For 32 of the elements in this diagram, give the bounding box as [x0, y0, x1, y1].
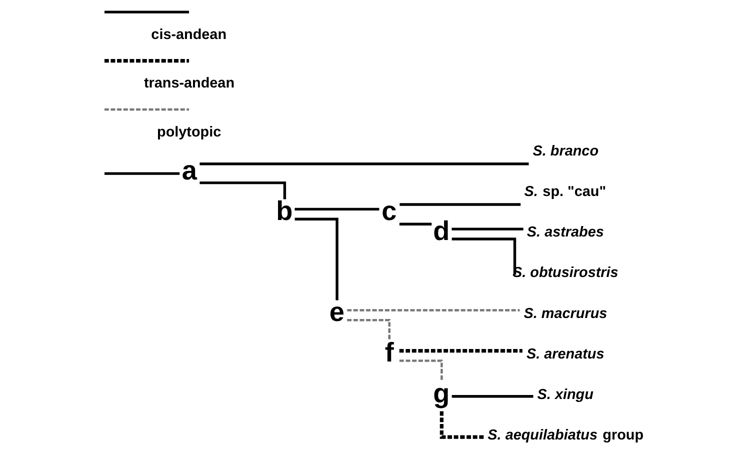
- connector: [294, 218, 338, 300]
- node-text: b: [276, 196, 293, 226]
- connector: [452, 395, 534, 398]
- legend-label: polytopic: [157, 124, 222, 140]
- node-text: e: [329, 297, 344, 328]
- connector: [347, 319, 390, 341]
- connector: [399, 222, 432, 226]
- node-text: d: [433, 216, 450, 246]
- node-text: S. sp. "cau": [524, 184, 606, 200]
- connector: [399, 349, 522, 353]
- connector: [452, 228, 524, 230]
- node-text: S. arenatus: [526, 346, 604, 362]
- connector: [400, 203, 521, 206]
- legend-label: cis-andean: [151, 26, 227, 43]
- node-text: S. astrabes: [526, 224, 604, 241]
- connector: [104, 172, 180, 175]
- connector: [347, 309, 520, 312]
- connector: [294, 208, 380, 211]
- node-text: f: [384, 338, 394, 368]
- node-text: S. aequilabiatus group: [488, 428, 644, 444]
- connector: [200, 162, 529, 166]
- node-text: g: [433, 378, 450, 408]
- node-text: S. macrurus: [524, 306, 608, 322]
- node-text: a: [182, 155, 197, 186]
- connector: [399, 360, 443, 382]
- connector: [452, 238, 516, 275]
- connector: [200, 181, 286, 200]
- node-text: S. branco: [532, 143, 599, 160]
- node-text: c: [382, 196, 397, 226]
- legend-label: trans-andean: [144, 76, 235, 92]
- connector: [440, 411, 484, 439]
- node-text: S. xingu: [537, 386, 594, 403]
